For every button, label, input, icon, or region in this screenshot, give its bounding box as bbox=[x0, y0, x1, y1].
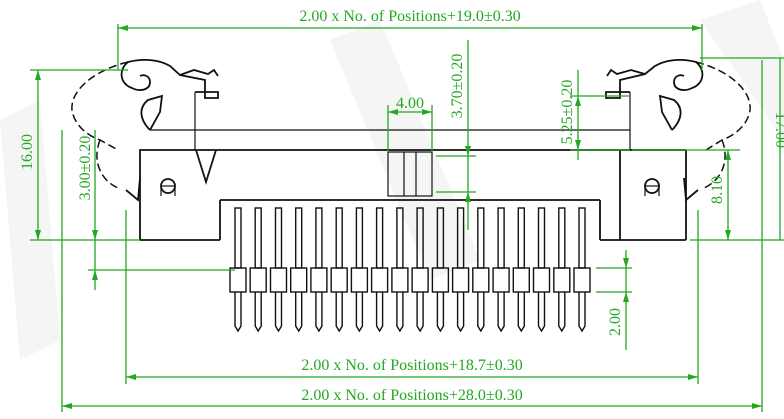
pin-row bbox=[229, 207, 591, 333]
dim-top-overall: 2.00 x No. of Positions+19.0±0.30 bbox=[299, 8, 520, 25]
pin bbox=[472, 207, 490, 333]
dim-pin-pitch: 2.00 bbox=[607, 308, 624, 336]
pin bbox=[492, 207, 510, 333]
pin bbox=[553, 207, 571, 333]
pin bbox=[269, 207, 288, 333]
pin bbox=[310, 207, 328, 333]
dim-bottom-overall: 2.00 x No. of Positions+28.0±0.30 bbox=[301, 387, 522, 404]
pin bbox=[532, 207, 551, 333]
left-latch bbox=[71, 59, 219, 202]
dimension-lines bbox=[30, 24, 784, 412]
right-latch bbox=[605, 59, 751, 202]
dim-height-3: 3.00±0.20 bbox=[77, 136, 94, 201]
dim-bottom-inner: 2.00 x No. of Positions+18.7±0.30 bbox=[301, 357, 522, 374]
connector-body bbox=[139, 92, 687, 241]
dim-height-17: 17.00 bbox=[772, 112, 784, 148]
pin bbox=[411, 207, 429, 333]
dim-height-3-70: 3.70±0.20 bbox=[449, 54, 466, 119]
pin bbox=[431, 207, 450, 333]
pin bbox=[290, 207, 308, 333]
pin bbox=[350, 207, 369, 333]
dim-height-8-10: 8.10 bbox=[709, 176, 726, 204]
pin bbox=[370, 207, 389, 333]
dim-height-16: 16.00 bbox=[19, 134, 36, 170]
pin bbox=[451, 207, 470, 333]
pin bbox=[249, 207, 267, 333]
dimension-labels: 2.00 x No. of Positions+19.0±0.30 4.00 1… bbox=[19, 8, 784, 404]
pin bbox=[330, 207, 348, 333]
pin bbox=[512, 207, 530, 333]
pin bbox=[229, 207, 247, 333]
pin bbox=[391, 207, 409, 333]
dim-height-5-25: 5.25±0.20 bbox=[559, 80, 576, 145]
dim-pitch-4: 4.00 bbox=[396, 95, 424, 112]
pin bbox=[573, 207, 591, 333]
